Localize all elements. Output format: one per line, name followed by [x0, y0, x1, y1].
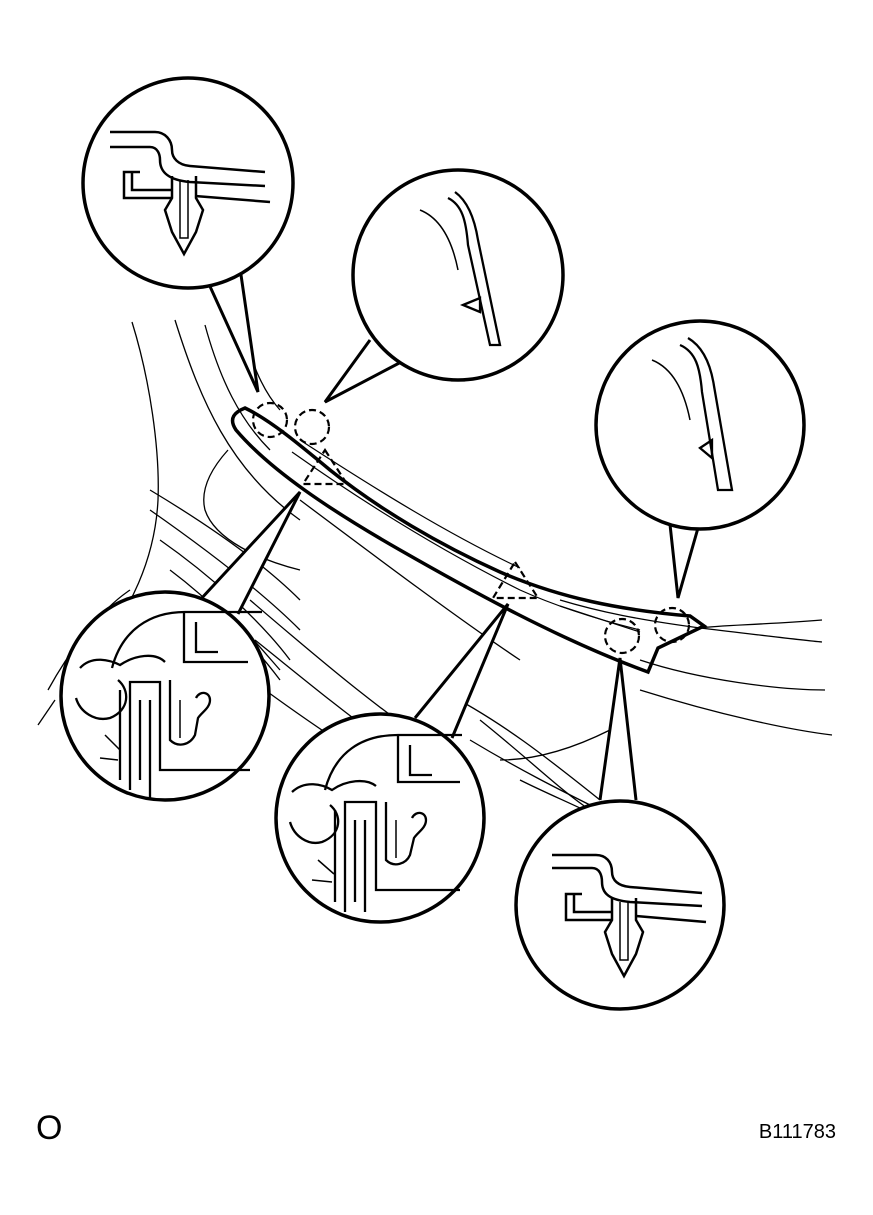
corner-label: O: [36, 1109, 62, 1147]
callout-upper-right-claw: [594, 319, 806, 531]
callout-upper-middle-claw: [351, 168, 565, 382]
callout-lower-middle-retainer: [274, 712, 486, 924]
callout-leaders: [198, 267, 704, 801]
callout-bubble: [351, 168, 565, 382]
callout-bubble: [274, 712, 486, 924]
upper-clip-marker-2: [293, 408, 331, 446]
callout-bubble: [59, 590, 271, 802]
lower-clip-marker-1: [603, 617, 641, 655]
upper-clip-marker-1: [251, 401, 289, 439]
fastener-markers: [251, 401, 691, 655]
upper-retainer-marker: [300, 447, 350, 486]
lower-clip-marker-2: [653, 606, 691, 644]
callout-lower-left-retainer: [59, 590, 271, 802]
callout-bubble: [594, 319, 806, 531]
figure-id-label: B111783: [759, 1121, 836, 1143]
trim-panel: [230, 406, 708, 675]
callout-lower-right-clip: [514, 799, 726, 1011]
callout-upper-left-clip: [81, 76, 295, 290]
